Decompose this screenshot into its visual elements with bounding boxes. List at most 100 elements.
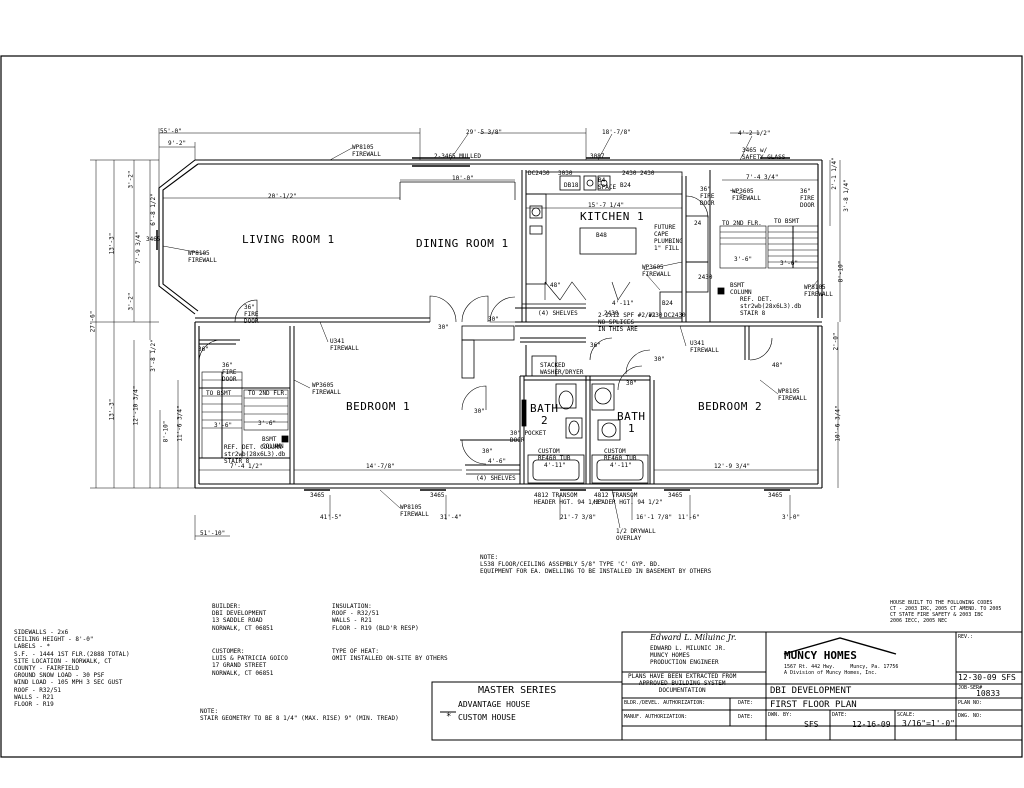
dim-92: 9'-2" bbox=[168, 140, 187, 147]
window-3465-side: 3465 bbox=[146, 236, 161, 243]
room-bath1-number: 1 bbox=[628, 422, 636, 435]
dim-4811c: 4'-11" bbox=[612, 300, 634, 307]
plan-label: PLAN NO: bbox=[958, 700, 983, 706]
dim-30c: 30" bbox=[474, 408, 485, 415]
dim-2114: 2'-1 1/4" bbox=[830, 157, 838, 190]
drawn-by-label: DWN. BY: bbox=[768, 712, 793, 718]
dim-7434: 7'-4 3/4" bbox=[746, 174, 779, 181]
dim-2012: 20'-1/2" bbox=[268, 193, 297, 200]
dim-32b: 3'-2" bbox=[127, 292, 135, 311]
dim-30a: 30" bbox=[438, 324, 449, 331]
dim-32a: 3'-2" bbox=[127, 170, 135, 189]
title-block bbox=[431, 631, 1023, 741]
ref-det-a: REF. DET. str2wb(28x6L3).db STAIR 8 bbox=[740, 296, 802, 317]
tag-24: 24 bbox=[694, 220, 702, 227]
fire-door-c: 36" FIRE DOOR bbox=[700, 186, 715, 207]
dim-5110: 51'-10" bbox=[200, 530, 226, 537]
dim-415: 41'-5" bbox=[320, 514, 342, 521]
scale-value: 3/16"=1'-0" bbox=[902, 719, 955, 728]
window-3087: 3087 bbox=[590, 153, 605, 160]
cabinet-b48: B48 bbox=[596, 232, 607, 239]
rev-value: 12-30-09 SFS bbox=[958, 673, 1016, 682]
job-label: JOB-SER# bbox=[958, 685, 983, 691]
drawing-date: 12-16-09 bbox=[852, 720, 891, 729]
wp8105-c: WP8105 FIREWALL bbox=[804, 284, 833, 298]
dwg-label: DWG. NO: bbox=[958, 713, 983, 719]
dim-30d: 30" bbox=[482, 448, 493, 455]
company-name: MUNCY HOMES bbox=[784, 649, 857, 662]
dim-133b: 13'-3" bbox=[108, 398, 116, 421]
dim-30: 3'-0" bbox=[782, 514, 801, 521]
dim-810-left: 8'-10" bbox=[162, 420, 170, 443]
dim-15714: 15'-7 1/4" bbox=[588, 202, 625, 209]
dim-14778: 14'-7/8" bbox=[366, 463, 395, 470]
dim-2953: 29'-5 3/8" bbox=[466, 129, 503, 136]
date1-label: DATE: bbox=[738, 700, 754, 706]
mulled-window: 2-3465 MULLED bbox=[434, 153, 481, 160]
window-1230: 1230 bbox=[648, 312, 663, 319]
pocket-door: 30" POCKET DOOR bbox=[510, 430, 547, 444]
window-2430c: 2430 bbox=[640, 170, 655, 177]
ref-det-b: REF. DET. COLUMN str2wb(28x6L3).db STAIR… bbox=[224, 444, 286, 465]
wp3605-c: WP3605 FIREWALL bbox=[732, 188, 761, 202]
u341-a: U341 FIREWALL bbox=[330, 338, 359, 352]
dim-4811b: 4'-11" bbox=[610, 462, 632, 469]
advantage-house: ADVANTAGE HOUSE bbox=[458, 700, 531, 709]
note-floor-assembly: NOTE: L538 FLOOR/CEILING ASSEMBLY 5/8" T… bbox=[480, 554, 712, 576]
cabinet-b24b: B24 bbox=[662, 300, 673, 307]
transom-1: 4812 TRANSOM HEADER HGT. 94 1/2" bbox=[534, 492, 603, 506]
scale-label: SCALE: bbox=[897, 712, 916, 718]
bsmt-column-b: BSMT COLUMN bbox=[262, 436, 284, 450]
dim-55: 55'-0" bbox=[160, 128, 182, 135]
project-name: DBI DEVELOPMENT bbox=[770, 686, 852, 696]
window-3465c: 3465 bbox=[668, 492, 683, 499]
b4-space: B4 SPACE bbox=[598, 177, 617, 191]
dim-4811a: 4'-11" bbox=[544, 462, 566, 469]
cabinet-b24a: B24 bbox=[620, 182, 631, 189]
dim-3814: 3'-8 1/4" bbox=[842, 179, 850, 212]
dim-3812: 3'-8 1/2" bbox=[149, 339, 157, 372]
window-2430d: 2430 bbox=[698, 274, 713, 281]
date-label: DATE: bbox=[832, 712, 848, 718]
dim-10634: 10'-6 3/4" bbox=[834, 405, 842, 442]
u341-b: U341 FIREWALL bbox=[690, 340, 719, 354]
stair-36b: 3'-6" bbox=[258, 420, 277, 427]
company-address: 1567 Rt. 442 Hwy. Muncy, Pa. 17756 A Div… bbox=[784, 664, 899, 676]
dim-48b: 48" bbox=[772, 362, 783, 369]
drywall-overlay: 1/2 DRYWALL OVERLAY bbox=[616, 528, 656, 542]
dim-16178: 16'-1 7/8" bbox=[636, 514, 673, 521]
tub-a: CUSTOM RE460 TUB bbox=[538, 448, 571, 462]
future-cape: FUTURE CAPE PLUMBING 1" FILL bbox=[654, 224, 683, 252]
room-bath2-number: 2 bbox=[541, 414, 549, 427]
engineer-signature: Edward L. Miluinc Jr. bbox=[650, 633, 737, 642]
window-dc2430b: DC2430 bbox=[664, 312, 686, 319]
to-bsmt-b: TO BSMT bbox=[774, 218, 800, 225]
fire-door-b: 36" FIRE DOOR bbox=[222, 362, 237, 383]
transom-2: 4812 TRANSOM HEADER HGT. 94 1/2" bbox=[594, 492, 663, 506]
wp-firewall-left: WP8105 FIREWALL bbox=[188, 250, 217, 264]
beam-note: 2-2x12 SPF #2/#1 NO SPLICES IN THIS ARE bbox=[598, 312, 656, 333]
stacked-washer: STACKED WASHER/DRYER bbox=[540, 362, 584, 376]
dim-7412: 7'-4 1/2" bbox=[230, 463, 263, 470]
room-living: LIVING ROOM 1 bbox=[242, 233, 335, 246]
room-bath1: BATH bbox=[617, 410, 646, 423]
room-kitchen: KITCHEN 1 bbox=[580, 210, 645, 223]
dim-48a: 48" bbox=[550, 282, 561, 289]
stairs bbox=[201, 225, 819, 459]
room-bedroom1: BEDROOM 1 bbox=[346, 400, 411, 413]
dim-30b: 30" bbox=[488, 316, 499, 323]
dim-20: 2'-0" bbox=[832, 332, 840, 351]
leader-lines bbox=[162, 133, 819, 529]
cabinet-db18: DB18 bbox=[564, 182, 579, 189]
dim-810-right: 8'-10" bbox=[837, 260, 845, 283]
room-bedroom2: BEDROOM 2 bbox=[698, 400, 763, 413]
to-2nd-b: TO 2ND FLR. bbox=[722, 220, 762, 227]
master-series-title: MASTER SERIES bbox=[478, 685, 557, 696]
dim-12934: 12'-9 3/4" bbox=[714, 463, 751, 470]
window-2430a: 2430 bbox=[622, 170, 637, 177]
dim-4212: 4'-2 1/2" bbox=[738, 130, 771, 137]
dim-11634: 11'-6 3/4" bbox=[176, 405, 184, 442]
dim-1000: 10'-0" bbox=[452, 175, 474, 182]
codes-note: HOUSE BUILT TO THE FOLLOWING CODES CT - … bbox=[890, 600, 1002, 624]
